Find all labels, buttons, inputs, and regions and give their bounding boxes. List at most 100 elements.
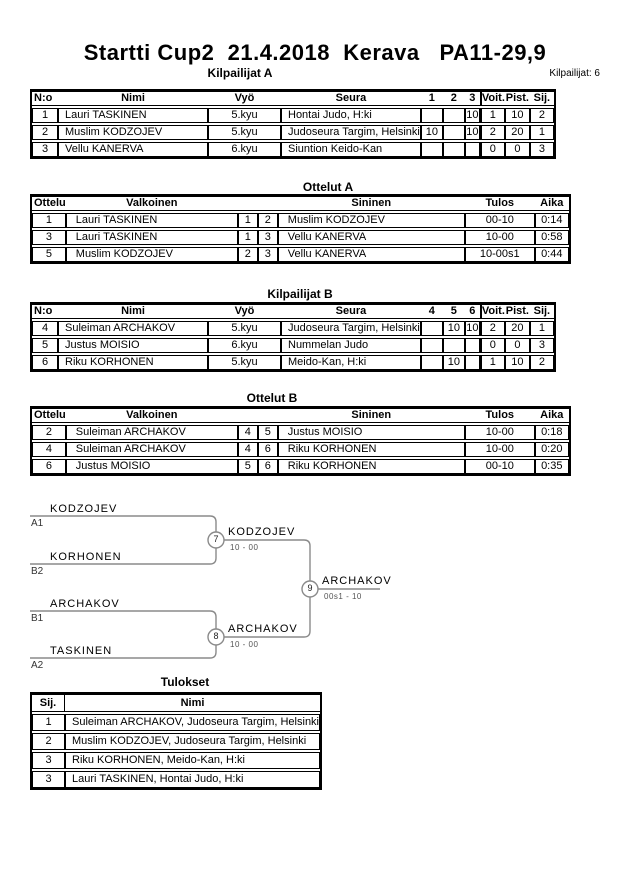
cell-blue: Riku KORHONEN	[277, 442, 465, 457]
cell-r3	[464, 142, 480, 157]
table-row: 5 Muslim KODZOJEV 2 3 Vellu KANERVA 10-0…	[32, 247, 569, 262]
cell-no: 3	[32, 142, 58, 157]
cell-name: Muslim KODZOJEV, Judoseura Targim, Helsi…	[65, 733, 321, 750]
header-match: Ottelu	[32, 408, 66, 423]
header-c1: 1	[420, 91, 443, 106]
cell-blue: Justus MOISIO	[277, 425, 465, 440]
table-row: 1 Lauri TASKINEN 1 2 Muslim KODZOJEV 00-…	[32, 213, 569, 228]
cell-r1: 10	[420, 125, 443, 140]
cell-wn: 5	[237, 459, 258, 474]
cell-r1	[420, 142, 443, 157]
cell-bn: 5	[257, 425, 278, 440]
matches-b-header-row: Ottelu Valkoinen Sininen Tulos Aika	[32, 408, 569, 423]
cell-name: Justus MOISIO	[58, 338, 208, 353]
table-row: 4 Suleiman ARCHAKOV 4 6 Riku KORHONEN 10…	[32, 442, 569, 457]
cell-wins: 0	[479, 142, 505, 157]
header-white: Valkoinen	[65, 196, 238, 211]
cell-points: 20	[504, 321, 530, 336]
cell-wins: 2	[479, 125, 505, 140]
cell-time: 0:35	[534, 459, 569, 474]
cell-bn: 2	[257, 213, 278, 228]
cell-points: 20	[504, 125, 530, 140]
cell-result: 10-00	[464, 425, 535, 440]
cell-r1	[420, 108, 443, 123]
header-place: Sij.	[529, 304, 554, 319]
cell-belt: 5.kyu	[208, 355, 281, 370]
table-row: 2 Muslim KODZOJEV, Judoseura Targim, Hel…	[32, 733, 321, 750]
cell-wn: 4	[237, 442, 258, 457]
cell-bn: 6	[257, 459, 278, 474]
header-c2: 5	[442, 304, 465, 319]
bracket-lines	[30, 515, 380, 659]
bracket-entry-name: ARCHAKOV	[50, 598, 120, 610]
cell-name: Muslim KODZOJEV	[58, 125, 208, 140]
header-c1: 4	[420, 304, 443, 319]
header-name: Nimi	[58, 304, 208, 319]
cell-result: 00-10	[464, 213, 535, 228]
table-row: 3 Lauri TASKINEN 1 3 Vellu KANERVA 10-00…	[32, 230, 569, 245]
cell-club: Meido-Kan, H:ki	[281, 355, 421, 370]
cell-blue: Muslim KODZOJEV	[277, 213, 465, 228]
header-wins: Voit.	[479, 304, 505, 319]
header-name: Nimi	[65, 694, 321, 712]
header-no: N:o	[32, 91, 58, 106]
pool-a-header-row: N:o Nimi Vyö Seura 1 2 3 Voit. Pist. Sij…	[32, 91, 554, 106]
cell-place: 2	[529, 355, 554, 370]
bracket-semi2-winner: ARCHAKOV	[228, 623, 298, 635]
cell-white: Lauri TASKINEN	[65, 213, 238, 228]
cell-time: 0:18	[534, 425, 569, 440]
cell-r3	[464, 338, 480, 353]
match-9-number: 9	[307, 583, 313, 593]
bracket-entry-name: TASKINEN	[50, 645, 113, 657]
cell-belt: 5.kyu	[208, 321, 281, 336]
table-row: 2 Suleiman ARCHAKOV 4 5 Justus MOISIO 10…	[32, 425, 569, 440]
match-8-circle	[207, 628, 225, 646]
bracket-entry-seed: A1	[31, 518, 44, 529]
results-title: Tulokset	[160, 675, 210, 689]
pool-b-table: N:o Nimi Vyö Seura 4 5 6 Voit. Pist. Sij…	[30, 302, 556, 372]
header-points: Pist.	[504, 304, 530, 319]
header-result: Tulos	[464, 408, 535, 423]
cell-r2: 10	[442, 321, 465, 336]
pool-b-title: Kilpailijat B	[267, 287, 333, 301]
cell-r3: 10	[464, 321, 480, 336]
cell-place: 1	[529, 321, 554, 336]
header-club: Seura	[281, 91, 421, 106]
cell-wn: 4	[237, 425, 258, 440]
header-belt: Vyö	[208, 91, 281, 106]
cell-match: 6	[32, 459, 66, 474]
cell-no: 6	[32, 355, 58, 370]
cell-wins: 2	[479, 321, 505, 336]
header-bn	[257, 408, 278, 423]
cell-name: Riku KORHONEN, Meido-Kan, H:ki	[65, 752, 321, 769]
cell-wins: 0	[479, 338, 505, 353]
matches-a-header-row: Ottelu Valkoinen Sininen Tulos Aika	[32, 196, 569, 211]
cell-place: 1	[529, 125, 554, 140]
cell-club: Siuntion Keido-Kan	[281, 142, 421, 157]
cell-no: 5	[32, 338, 58, 353]
header-club: Seura	[281, 304, 421, 319]
pool-a-title: Kilpailijat A	[207, 66, 273, 80]
cell-name: Suleiman ARCHAKOV	[58, 321, 208, 336]
table-row: 1 Suleiman ARCHAKOV, Judoseura Targim, H…	[32, 714, 321, 731]
results-header-row: Sij. Nimi	[32, 694, 321, 712]
cell-place: 3	[32, 752, 65, 769]
cell-points: 10	[504, 355, 530, 370]
cell-match: 5	[32, 247, 66, 262]
header-bn	[257, 196, 278, 211]
bracket-entry-name: KODZOJEV	[50, 503, 118, 515]
cell-match: 3	[32, 230, 66, 245]
cell-time: 0:20	[534, 442, 569, 457]
cell-place: 3	[529, 338, 554, 353]
bracket-line-b1	[30, 610, 217, 629]
bracket-semi1-score: 10 - 00	[230, 543, 259, 552]
cell-r1	[420, 321, 443, 336]
header-name: Nimi	[58, 91, 208, 106]
bracket-line-semi1-winner	[224, 539, 311, 581]
cell-belt: 5.kyu	[208, 125, 281, 140]
cell-club: Hontai Judo, H:ki	[281, 108, 421, 123]
cell-r1	[420, 338, 443, 353]
cell-r2	[442, 338, 465, 353]
cell-name: Lauri TASKINEN	[58, 108, 208, 123]
